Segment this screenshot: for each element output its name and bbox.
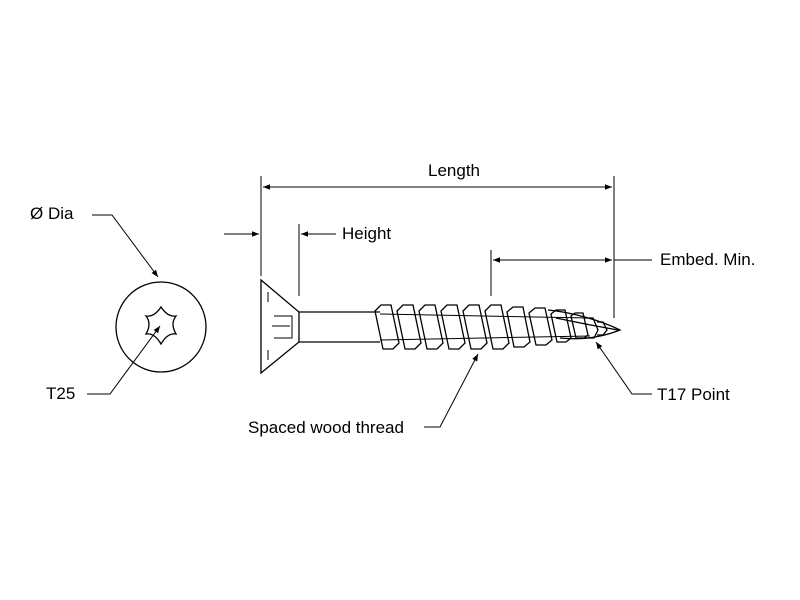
torx-drive-icon [144,305,178,346]
thread-leader [424,353,479,428]
drive-leader [87,325,161,395]
point-label: T17 Point [657,385,730,404]
head-end-view [115,281,207,373]
dia-leader [92,214,159,278]
embed-label: Embed. Min. [660,250,755,269]
length-dimension [260,176,615,318]
height-dimension [224,224,336,296]
point-leader [595,341,652,395]
screw-side-view [260,278,622,375]
length-label: Length [428,161,480,180]
drive-label: T25 [46,384,75,403]
thread-flights [374,304,589,350]
height-label: Height [342,224,391,243]
embed-dimension [490,250,652,296]
dia-label: Ø Dia [30,204,74,223]
head-circle [115,281,207,373]
thread-label: Spaced wood thread [248,418,404,437]
